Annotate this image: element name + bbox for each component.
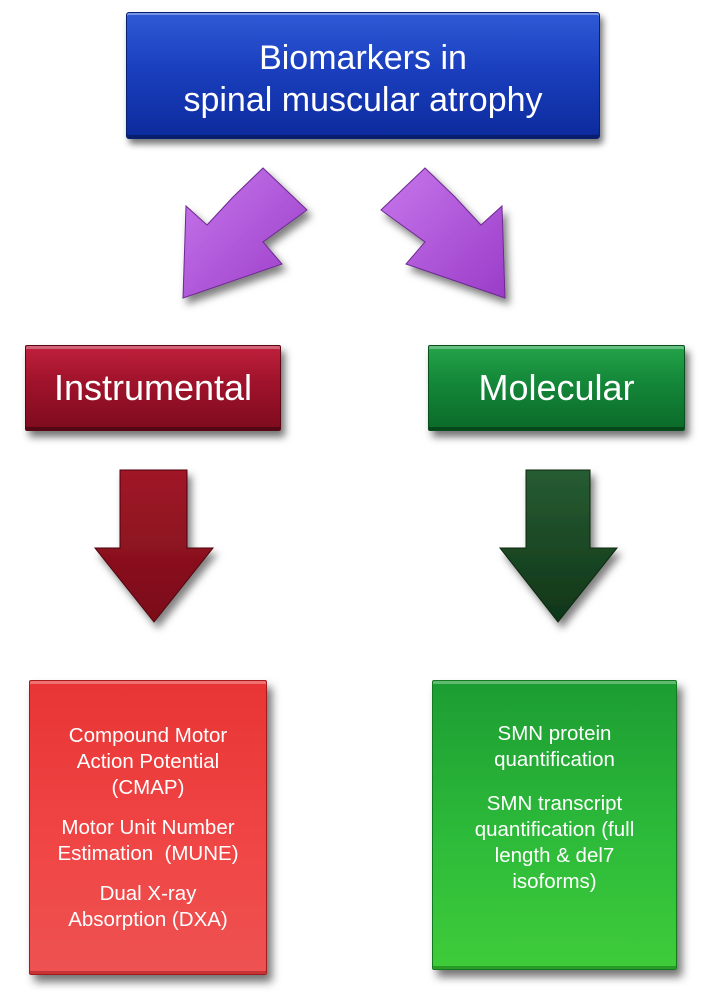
molecular-category-label: Molecular (478, 367, 635, 408)
arrow-to-molecular-detail-icon (498, 469, 619, 623)
mune-line-2: Estimation (MUNE) (57, 841, 239, 865)
molecular-category-box: Molecular (428, 345, 685, 431)
cmap-line-3: (CMAP) (111, 775, 185, 799)
smn-transcript-line-1: SMN transcript (486, 792, 623, 815)
smn-transcript-line-2: quantification (full (474, 818, 635, 841)
diagram-title-line-1: Biomarkers in (259, 38, 467, 77)
dxa-line-1: Dual X-ray (99, 881, 197, 905)
diagram-title-box: Biomarkers in spinal muscular atrophy (126, 12, 600, 139)
cmap-line-2: Action Potential (76, 749, 220, 773)
smn-transcript-line-4: isoforms) (512, 870, 597, 893)
cmap-line-1: Compound Motor (68, 723, 228, 747)
mune-item: Motor Unit Number Estimation (MUNE) (57, 815, 238, 867)
molecular-detail-box: SMN protein quantification SMN transcrip… (432, 680, 677, 970)
smn-protein-line-2: quantification (494, 748, 615, 771)
smn-protein-line-1: SMN protein (497, 722, 612, 745)
smn-transcript-item: SMN transcript quantification (full leng… (475, 791, 635, 895)
dxa-line-2: Absorption (DXA) (68, 907, 228, 931)
diagram-title-line-2: spinal muscular atrophy (183, 80, 543, 119)
cmap-item: Compound Motor Action Potential (CMAP) (69, 723, 227, 801)
instrumental-category-box: Instrumental (25, 345, 281, 431)
arrow-to-molecular-icon (380, 167, 506, 299)
smn-protein-item: SMN protein quantification (494, 721, 615, 773)
arrow-to-instrumental-detail-icon (93, 469, 215, 623)
smn-transcript-line-3: length & del7 (494, 844, 615, 867)
instrumental-category-label: Instrumental (53, 367, 253, 408)
dxa-item: Dual X-ray Absorption (DXA) (68, 881, 228, 933)
arrow-to-instrumental-icon (182, 167, 308, 299)
mune-line-1: Motor Unit Number (61, 815, 235, 839)
instrumental-detail-box: Compound Motor Action Potential (CMAP) M… (29, 680, 267, 975)
